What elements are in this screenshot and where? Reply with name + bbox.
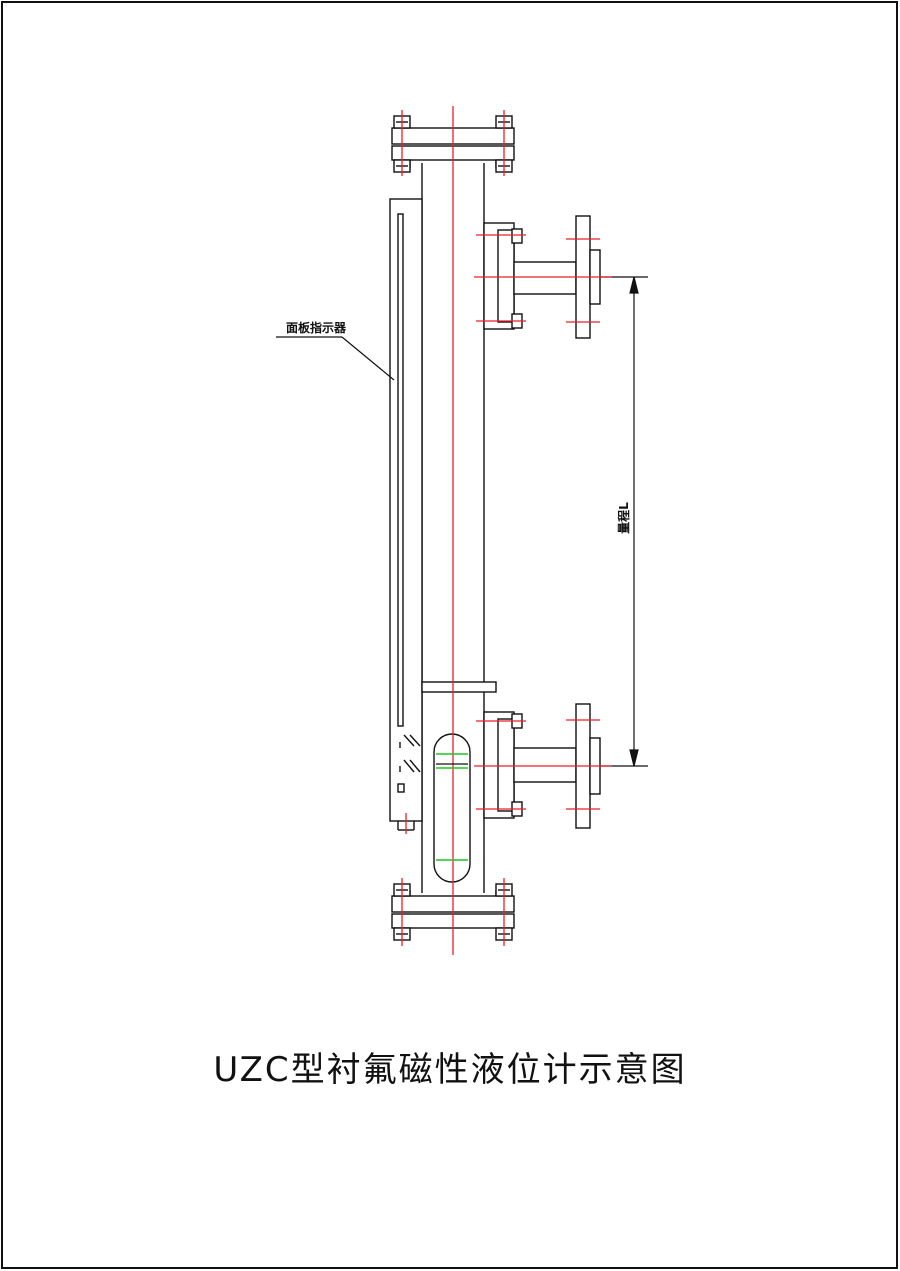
panel-indicator-label: 面板指示器 bbox=[286, 320, 347, 335]
leader-line bbox=[276, 336, 395, 381]
float-level-marks bbox=[436, 753, 468, 861]
drawing-title: UZC型衬氟磁性液位计示意图 bbox=[213, 1050, 687, 1090]
upper-side-flange bbox=[483, 222, 523, 330]
float bbox=[433, 733, 471, 883]
range-dimension-label: 量程L bbox=[616, 502, 631, 534]
panel-indicator bbox=[389, 198, 423, 831]
clamp-bracket bbox=[421, 681, 497, 693]
bolt-centerlines bbox=[401, 110, 600, 946]
